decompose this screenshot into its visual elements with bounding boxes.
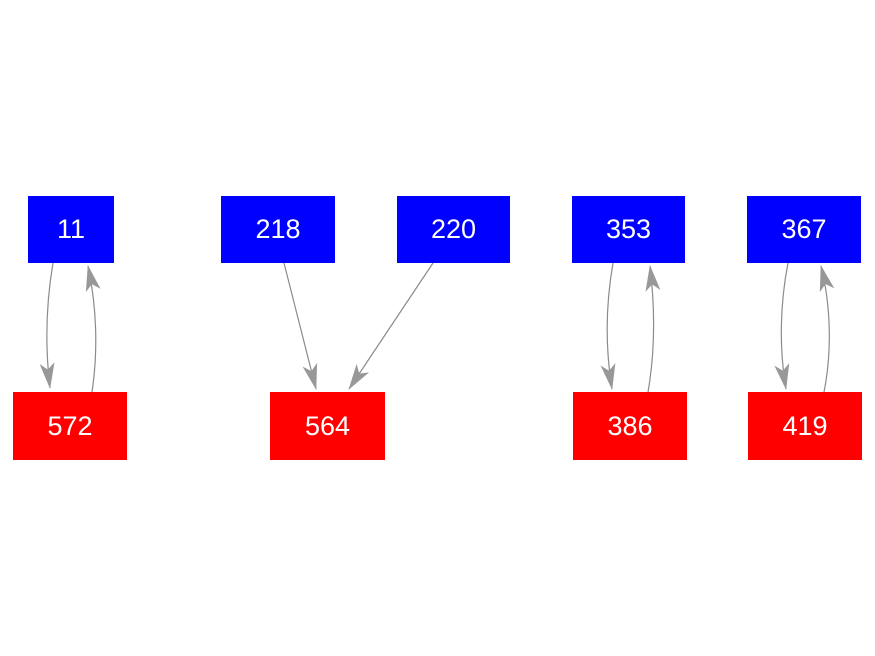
node-label: 386 <box>607 410 653 441</box>
node-label: 564 <box>304 410 351 441</box>
edge-353-to-386 <box>600 262 616 390</box>
node-218: 218 <box>221 196 335 263</box>
node-label: 218 <box>255 214 301 244</box>
node-353: 353 <box>572 196 685 263</box>
node-label: 419 <box>782 410 828 441</box>
edge-572-to-11 <box>85 265 101 393</box>
edge-218-to-564 <box>283 262 318 390</box>
edge-220-to-564 <box>348 262 434 390</box>
node-11: 11 <box>28 196 114 263</box>
node-386: 386 <box>573 392 687 460</box>
node-220: 220 <box>397 196 510 263</box>
node-label: 220 <box>430 214 477 244</box>
edge-367-to-419 <box>774 262 790 390</box>
edge-419-to-367 <box>819 265 835 393</box>
edge-386-to-353 <box>645 265 661 393</box>
node-572: 572 <box>13 392 127 460</box>
node-564: 564 <box>270 392 385 460</box>
node-label: 572 <box>47 410 93 441</box>
node-419: 419 <box>748 392 862 460</box>
node-label: 367 <box>781 214 827 244</box>
node-367: 367 <box>747 196 861 263</box>
node-label: 353 <box>605 214 652 244</box>
edge-11-to-572 <box>39 262 55 389</box>
node-label: 11 <box>56 214 86 244</box>
